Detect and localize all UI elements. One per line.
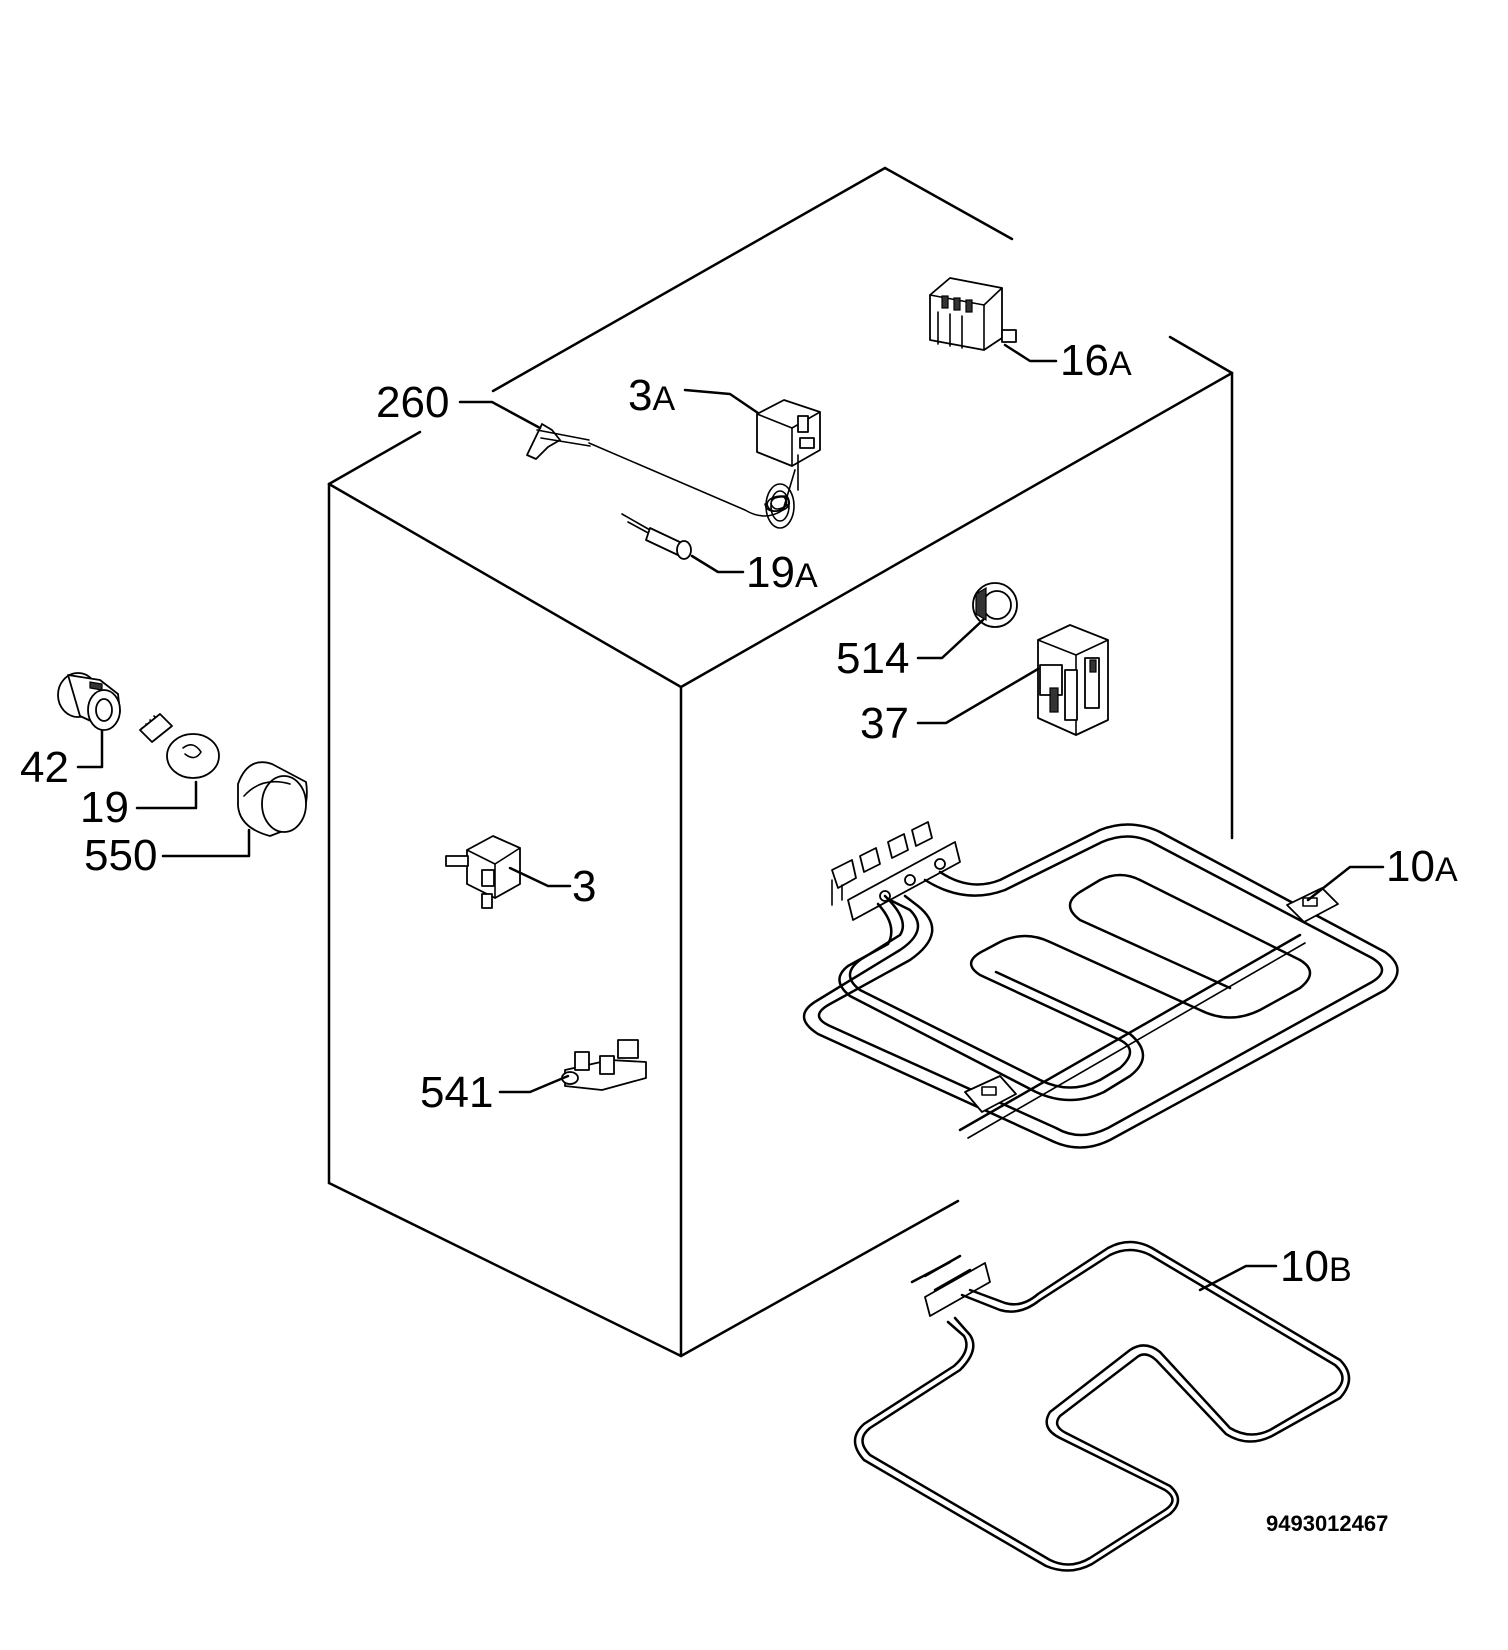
thermostat-part-3a [756,399,821,491]
label-3: 3 [572,862,596,911]
lamp-bulb-part-19 [139,713,220,779]
label-19: 19 [80,783,129,832]
indicator-lamp-part-19a [621,513,692,560]
oven-cabinet [327,166,1234,1358]
label-10b: 10B [1280,1242,1352,1291]
label-19a: 19A [746,548,818,597]
leader-lines [76,343,1385,1292]
grill-element-part-10a [802,821,1399,1149]
switch-part-3 [445,835,521,909]
grommet-part-514 [972,582,1018,628]
label-260: 260 [376,378,449,427]
connector-part-541 [561,1039,647,1091]
bottom-element-part-10b [853,1240,1351,1572]
selector-switch-part-16a [929,277,1017,351]
label-10a: 10A [1386,842,1458,891]
lamp-holder-part-42 [57,672,121,731]
label-541: 541 [420,1068,493,1117]
document-number: 9493012467 [1266,1511,1388,1536]
label-42: 42 [20,743,69,792]
label-37: 37 [860,699,909,748]
sensor-probe-part-260 [526,423,796,529]
label-514: 514 [836,634,909,683]
label-16a: 16A [1060,336,1132,385]
callout-labels: 260 3A 16A 19A 514 37 42 19 550 3 10A 54… [20,336,1458,1536]
terminal-block-part-37 [1037,624,1109,736]
label-3a: 3A [628,371,675,420]
label-550: 550 [84,831,157,880]
lamp-cover-part-550 [237,761,308,837]
